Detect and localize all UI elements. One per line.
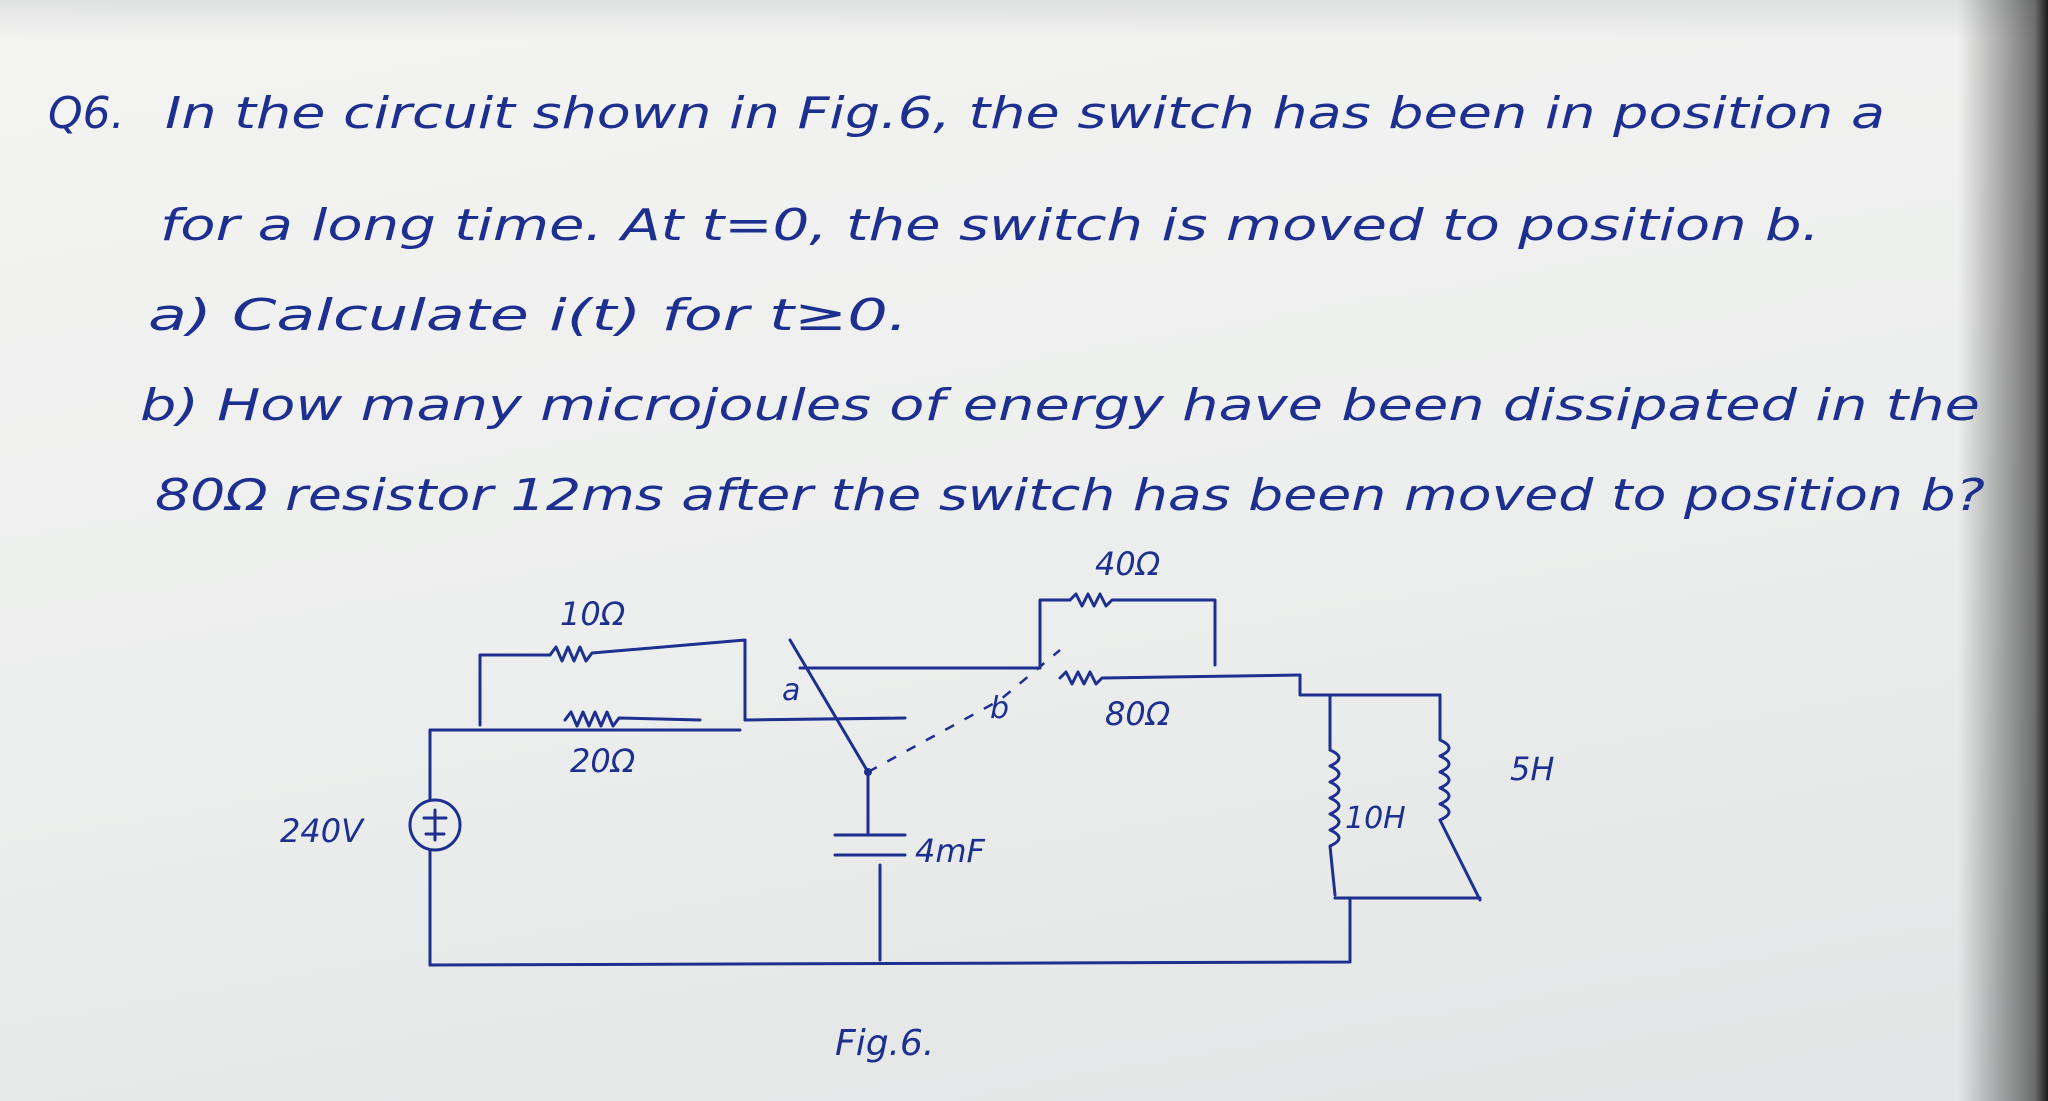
switch-contact-a — [743, 716, 907, 722]
r3-label: 40Ω — [1095, 545, 1161, 583]
resistor-40-icon — [1068, 592, 1217, 667]
r4-label: 80Ω — [1105, 695, 1171, 733]
source-label: 240V — [280, 812, 365, 850]
source-polarity-icon — [422, 808, 448, 842]
wire-bottom-return — [428, 898, 1352, 967]
paper-edge-shadow — [1958, 0, 2048, 1101]
capacitor-icon — [833, 833, 907, 857]
inductor-10h-icon — [1328, 748, 1341, 897]
figure-caption: Fig.6. — [835, 1023, 934, 1064]
wire-r1-left — [478, 653, 552, 727]
resistor-80-icon — [1058, 670, 1302, 686]
question-number: Q6. — [48, 88, 125, 139]
resistor-20-icon — [563, 710, 702, 728]
question-line-2: for a long time. At t=0, the switch is m… — [160, 200, 1820, 251]
inductor1-label: 10H — [1345, 801, 1406, 836]
voltage-source-icon — [408, 798, 462, 852]
part-b-line-2: 80Ω resistor 12ms after the switch has b… — [155, 470, 1985, 521]
question-line-1: In the circuit shown in Fig.6, the switc… — [165, 88, 1885, 139]
circuit-diagram: 240V 10Ω 20Ω a b 4mF 40Ω 80Ω 10H 5H — [280, 545, 1554, 1064]
paper-top-shadow — [0, 0, 2048, 40]
wire-r3-left — [1038, 598, 1072, 670]
part-a-text: a) Calculate i(t) for t≥0. — [148, 290, 908, 341]
inductor2-label: 5H — [1510, 750, 1554, 788]
capacitor-label: 4mF — [915, 832, 986, 870]
switch-b-label: b — [990, 691, 1009, 726]
r2-label: 20Ω — [570, 742, 636, 780]
resistor-10-icon — [548, 638, 747, 722]
switch-blade — [788, 638, 870, 774]
wire-source-top — [428, 728, 742, 802]
r1-label: 10Ω — [560, 595, 626, 633]
inductor-5h-icon — [1438, 693, 1482, 902]
part-b-line-1: b) How many microjoules of energy have b… — [140, 380, 1980, 431]
wire-inductors-top — [1298, 673, 1442, 697]
switch-a-label: a — [782, 673, 800, 708]
